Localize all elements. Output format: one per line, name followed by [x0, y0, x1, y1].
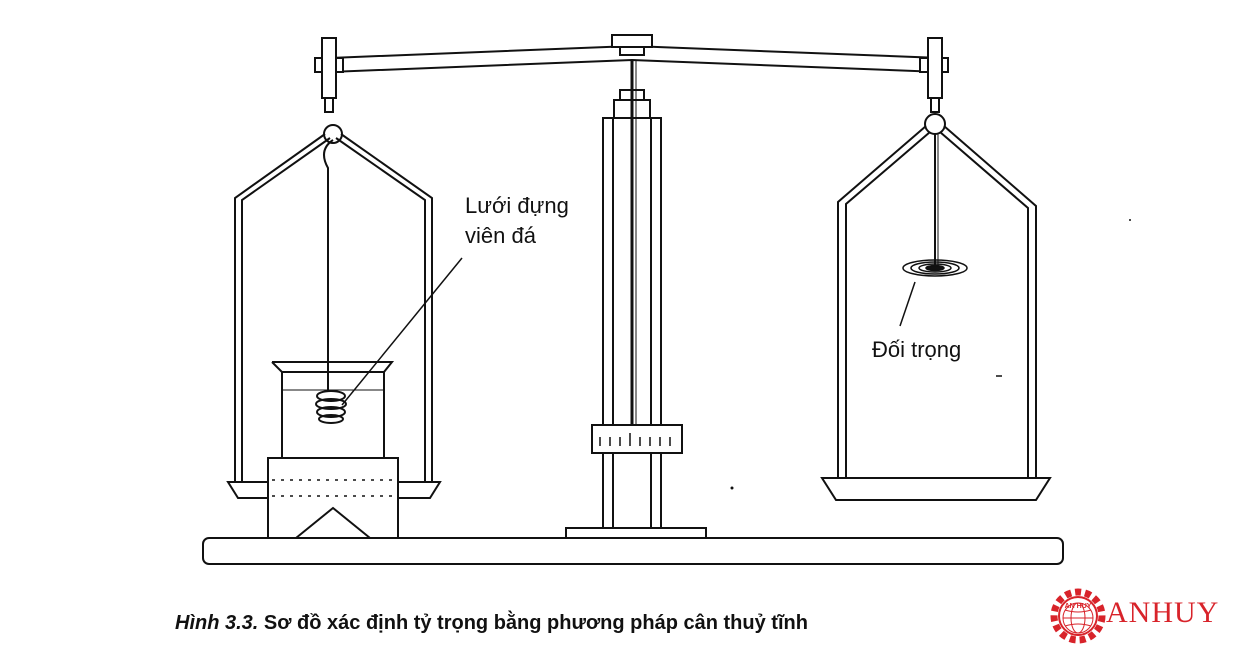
base-platform [202, 537, 1064, 565]
mesh-label-line2: viên đá [465, 223, 536, 248]
mesh-label-line1: Lưới đựng [465, 193, 569, 218]
left-pan-assembly [226, 124, 442, 499]
figure-caption: Hình 3.3. Sơ đồ xác định tỷ trọng bằng p… [175, 612, 808, 635]
gear-icon [1050, 588, 1106, 644]
right-pan-assembly [820, 113, 1052, 501]
counterweight-label: Đối trọng [872, 337, 962, 362]
balance-beam [314, 34, 949, 113]
globe-icon [1062, 602, 1094, 634]
stone-mesh [315, 390, 347, 424]
figure-number: Hình 3.3. [175, 612, 259, 634]
logo-text: ANHUY [1106, 596, 1220, 629]
figure-caption-text: Sơ đồ xác định tỷ trọng bằng phương pháp… [258, 612, 808, 634]
beaker [271, 361, 395, 458]
counterweight-leader-line [899, 281, 916, 327]
mesh-leader-line [341, 257, 463, 406]
logo-badge-text: AN HUY [1065, 603, 1092, 610]
anhuy-logo: AN HUY [1050, 588, 1106, 644]
counterweight-coil [902, 259, 968, 277]
beaker-stand [267, 457, 399, 539]
scale-plate [591, 424, 683, 454]
center-column [565, 55, 707, 539]
